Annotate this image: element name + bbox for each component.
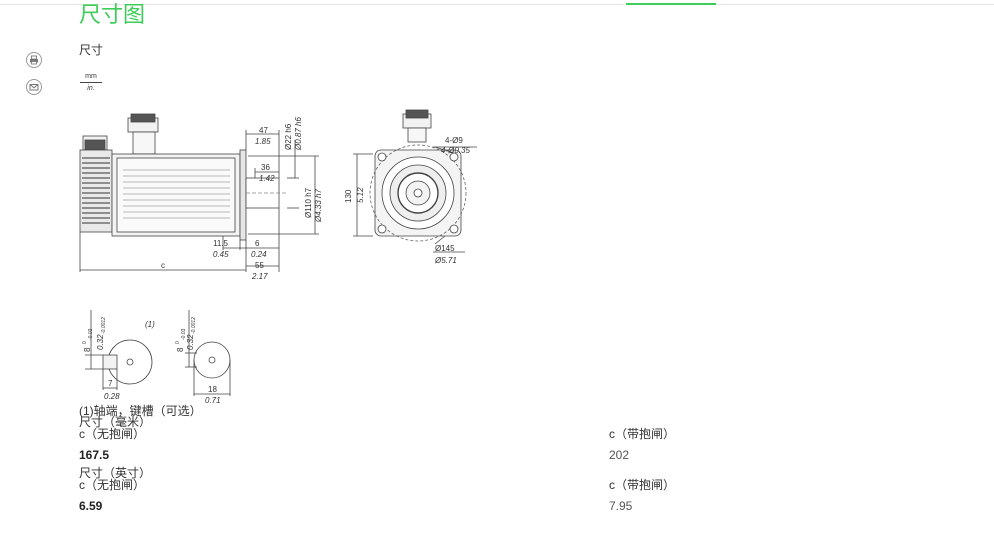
unit-mm: mm: [85, 73, 97, 80]
dim-holes-mm: 4-Ø9: [445, 136, 463, 145]
dim-0-45: 0.45: [213, 250, 229, 259]
table-in-value-no-brake: 6.59: [79, 499, 103, 513]
shaft2-tol-in-minus: -0.0012: [191, 317, 197, 334]
dim-flange-mm: 130: [344, 189, 353, 203]
dim-2-17: 2.17: [251, 272, 268, 281]
shaft2-tol-mm: 8: [176, 347, 185, 352]
shaft2-tol-in: 0.32: [186, 334, 195, 350]
shaft2-w-in: 0.71: [205, 396, 221, 405]
dim-pilot-dia-in: Ø4.33 h7: [314, 189, 323, 223]
shaft1-key-mm: 7: [108, 379, 113, 388]
dim-shaft-dia-mm: Ø22 h6: [284, 123, 293, 150]
dim-36: 36: [261, 163, 270, 172]
table-in-header-brake: c（带抱闸）: [609, 478, 676, 492]
print-icon: [30, 55, 38, 65]
table-mm-value-brake: 202: [609, 448, 630, 462]
dim-0-24: 0.24: [251, 250, 267, 259]
table-mm-header-no-brake: c（无抱闸）: [79, 427, 146, 441]
unit-divider: [80, 82, 102, 83]
dim-pilot-dia-mm: Ø110 h7: [304, 187, 313, 218]
dim-6: 6: [255, 239, 260, 248]
table-in-header-no-brake: c（无抱闸）: [79, 478, 146, 492]
dim-11-5: 11.5: [213, 239, 229, 248]
shaft1-tol-mm-minus: -0.03: [88, 328, 94, 340]
email-icon: [29, 84, 39, 91]
shaft2-tol-top: 0: [175, 341, 181, 344]
table-mm-value-no-brake: 167.5: [79, 448, 110, 462]
table-mm-header-brake: c（带抱闸）: [609, 427, 676, 441]
print-button[interactable]: [26, 52, 42, 68]
shaft1-tol-in: 0.32: [96, 334, 105, 350]
top-divider: [0, 4, 994, 5]
table-in-value-brake: 7.95: [609, 499, 633, 513]
shaft-note-1: (1): [145, 320, 155, 329]
shaft1-key-in: 0.28: [104, 392, 120, 401]
dim-1-42: 1.42: [259, 174, 275, 183]
shaft1-tol-in-minus: -0.0012: [101, 317, 107, 334]
shaft2-tol-mm-minus: -0.03: [181, 328, 187, 340]
active-tab-indicator: [626, 3, 716, 5]
dim-holes-in: 4-Ø0.35: [441, 146, 470, 155]
dim-47: 47: [259, 126, 268, 135]
dim-pcd-mm: Ø145: [435, 244, 455, 253]
dimension-drawing: 47 1.85 36 1.42 Ø22 h6 Ø0.87 h6 Ø110 h7 …: [79, 109, 477, 405]
motor-side-view: [79, 113, 319, 272]
dim-c: c: [161, 261, 165, 270]
table-mm-caption: 尺寸（毫米）: [79, 415, 152, 429]
section-label: 尺寸: [79, 43, 104, 57]
unit-legend: mm in.: [80, 72, 102, 93]
shaft-end-detail-2: [185, 310, 231, 396]
dim-flange-in: 5.12: [356, 187, 365, 203]
shaft1-tol-mm: 8: [83, 347, 92, 352]
table-in-caption: 尺寸（英寸）: [79, 466, 152, 480]
dim-shaft-dia-in: Ø0.87 h6: [294, 117, 303, 151]
dim-55: 55: [255, 261, 264, 270]
dim-pcd-in: Ø5.71: [434, 256, 457, 265]
unit-inch: in.: [87, 85, 95, 92]
drawing-footnote: (1)轴端，键槽（可选）: [79, 404, 202, 418]
email-button[interactable]: [26, 79, 42, 95]
shaft-end-detail-1: [85, 310, 153, 390]
page-title: 尺寸图: [79, 2, 146, 27]
dim-1-85: 1.85: [255, 137, 271, 146]
shaft1-tol-top: 0: [82, 341, 88, 344]
motor-front-view: [353, 109, 477, 253]
shaft2-w-mm: 18: [208, 385, 217, 394]
